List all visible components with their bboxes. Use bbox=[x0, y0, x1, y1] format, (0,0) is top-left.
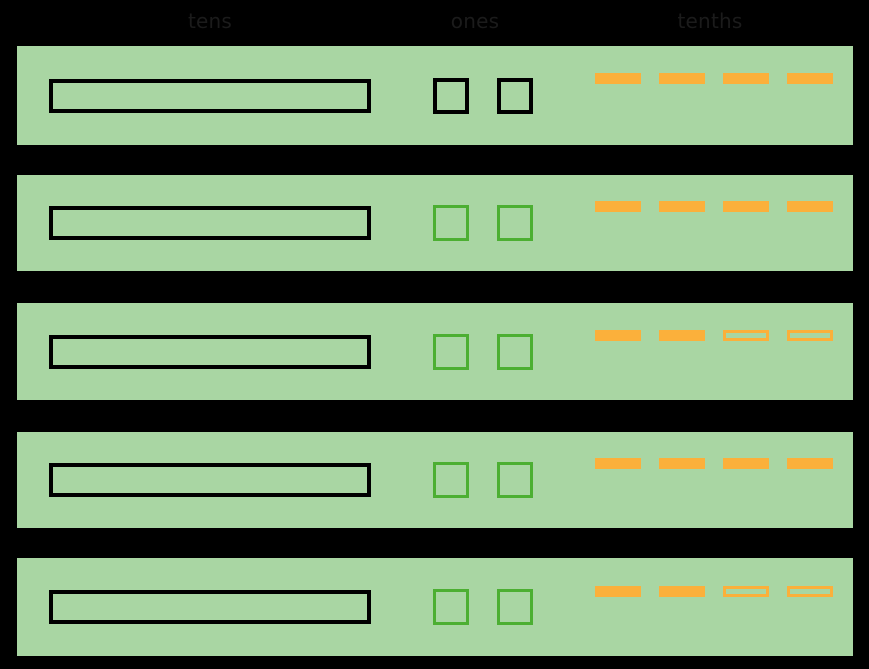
ones-unit-square[interactable] bbox=[497, 334, 533, 370]
ones-unit-square[interactable] bbox=[433, 589, 469, 625]
column-label-ones: ones bbox=[450, 9, 500, 33]
row-inner bbox=[17, 432, 853, 528]
tenths-dash[interactable] bbox=[723, 586, 769, 597]
place-value-row[interactable] bbox=[17, 432, 853, 528]
ones-unit-square[interactable] bbox=[497, 78, 533, 114]
place-value-row[interactable] bbox=[17, 46, 853, 145]
tenths-dash[interactable] bbox=[659, 201, 705, 212]
row-inner bbox=[17, 558, 853, 656]
place-value-row[interactable] bbox=[17, 175, 853, 271]
ones-unit-square[interactable] bbox=[497, 462, 533, 498]
tens-rod[interactable] bbox=[49, 206, 371, 240]
column-label-tenths: tenths bbox=[677, 9, 743, 33]
tenths-dash[interactable] bbox=[787, 201, 833, 212]
column-label-tens: tens bbox=[187, 9, 233, 33]
row-inner bbox=[17, 303, 853, 400]
tenths-dash[interactable] bbox=[659, 586, 705, 597]
place-value-row[interactable] bbox=[17, 303, 853, 400]
ones-unit-square[interactable] bbox=[433, 334, 469, 370]
row-inner bbox=[17, 175, 853, 271]
tenths-dash[interactable] bbox=[723, 73, 769, 84]
tenths-dash[interactable] bbox=[659, 73, 705, 84]
tens-rod[interactable] bbox=[49, 590, 371, 624]
row-inner bbox=[17, 46, 853, 145]
tenths-dash[interactable] bbox=[595, 201, 641, 212]
ones-unit-square[interactable] bbox=[497, 205, 533, 241]
tenths-dash[interactable] bbox=[595, 586, 641, 597]
tenths-dash[interactable] bbox=[787, 330, 833, 341]
tens-rod[interactable] bbox=[49, 335, 371, 369]
tenths-dash[interactable] bbox=[723, 330, 769, 341]
ones-unit-square[interactable] bbox=[433, 205, 469, 241]
ones-unit-square[interactable] bbox=[433, 78, 469, 114]
tenths-dash[interactable] bbox=[595, 73, 641, 84]
tenths-dash[interactable] bbox=[787, 73, 833, 84]
tenths-dash[interactable] bbox=[723, 458, 769, 469]
tenths-dash[interactable] bbox=[787, 586, 833, 597]
place-value-row[interactable] bbox=[17, 558, 853, 656]
tens-rod[interactable] bbox=[49, 79, 371, 113]
tenths-dash[interactable] bbox=[595, 330, 641, 341]
tens-rod[interactable] bbox=[49, 463, 371, 497]
ones-unit-square[interactable] bbox=[433, 462, 469, 498]
tenths-dash[interactable] bbox=[659, 458, 705, 469]
column-header: tens ones tenths bbox=[0, 0, 869, 44]
ones-unit-square[interactable] bbox=[497, 589, 533, 625]
tenths-dash[interactable] bbox=[659, 330, 705, 341]
tenths-dash[interactable] bbox=[723, 201, 769, 212]
tenths-dash[interactable] bbox=[595, 458, 641, 469]
tenths-dash[interactable] bbox=[787, 458, 833, 469]
